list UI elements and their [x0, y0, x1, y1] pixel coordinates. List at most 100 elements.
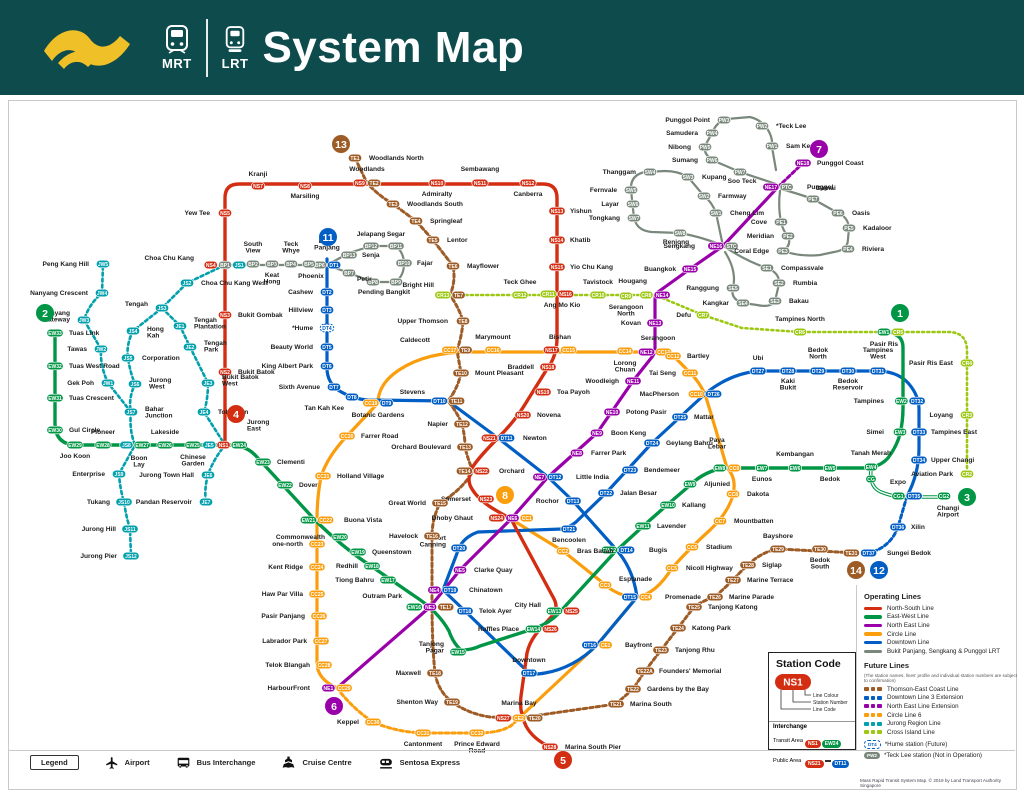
svg-text:PW2: PW2	[757, 124, 768, 130]
legend-line-label: Bukit Panjang, Sengkang & Punggol LRT	[887, 647, 1001, 655]
svg-text:Maxwell: Maxwell	[396, 670, 421, 677]
svg-text:CC29: CC29	[338, 686, 351, 692]
svg-text:CR13: CR13	[436, 293, 449, 299]
svg-text:DT37: DT37	[862, 551, 874, 557]
svg-text:Buona Vista: Buona Vista	[344, 517, 382, 524]
svg-text:SW3: SW3	[683, 175, 694, 181]
svg-text:Gardens by the Bay: Gardens by the Bay	[647, 686, 709, 693]
legend-line-item: Thomson-East Coast Line	[864, 685, 1019, 694]
svg-text:EW17: EW17	[381, 578, 395, 584]
svg-text:JE5: JE5	[205, 443, 214, 449]
station-code-box: Station Code NS1 Line Colour Station Num…	[768, 652, 856, 768]
svg-text:Gek Poh: Gek Poh	[67, 380, 94, 387]
svg-text:Bayshore: Bayshore	[763, 533, 793, 540]
svg-text:CC2: CC2	[558, 549, 568, 555]
svg-text:NS12: NS12	[522, 181, 535, 187]
svg-text:Farmway: Farmway	[718, 193, 747, 200]
svg-text:Bakau: Bakau	[789, 298, 809, 305]
svg-text:CC20: CC20	[341, 434, 354, 440]
svg-text:EW1: EW1	[878, 330, 889, 336]
svg-text:Riviera: Riviera	[862, 246, 884, 253]
svg-text:Pending: Pending	[358, 289, 384, 296]
svg-text:Marymount: Marymount	[475, 334, 511, 341]
svg-text:NS23: NS23	[480, 497, 493, 503]
svg-text:PE3: PE3	[778, 249, 788, 255]
svg-text:NS1: NS1	[783, 678, 803, 689]
svg-text:DT27: DT27	[752, 369, 764, 375]
svg-text:TE28: TE28	[742, 563, 754, 569]
svg-text:Founders' Memorial: Founders' Memorial	[659, 668, 722, 675]
svg-text:Lavender: Lavender	[657, 523, 687, 530]
svg-text:EW7: EW7	[757, 466, 768, 472]
svg-text:CC26: CC26	[313, 614, 326, 620]
svg-text:EW23: EW23	[256, 460, 270, 466]
svg-text:Rumbia: Rumbia	[793, 280, 818, 287]
svg-text:Marsiling: Marsiling	[291, 193, 320, 200]
svg-text:Simei: Simei	[866, 429, 884, 436]
svg-text:NS4: NS4	[206, 263, 216, 269]
svg-text:Jelapang: Jelapang	[357, 231, 386, 238]
svg-text:2: 2	[42, 308, 48, 320]
svg-text:NE12: NE12	[640, 350, 653, 356]
svg-text:Bartley: Bartley	[687, 353, 710, 360]
svg-text:Bedok: Bedok	[820, 476, 840, 483]
svg-text:Tampines: Tampines	[854, 398, 885, 405]
lrt-label: LRT	[221, 55, 249, 71]
svg-text:CC19: CC19	[364, 401, 377, 407]
operating-lines-title: Operating Lines	[864, 592, 922, 601]
svg-text:TE1: TE1	[350, 156, 359, 162]
svg-text:Tuas Link: Tuas Link	[69, 330, 100, 337]
svg-text:DT3: DT3	[322, 308, 332, 314]
svg-text:BP5: BP5	[304, 262, 314, 268]
tecklee-note-row: PW2 *Teck Lee station (Not in Operation)	[864, 751, 1019, 759]
svg-text:TE6: TE6	[448, 264, 457, 270]
svg-text:NE5: NE5	[455, 568, 465, 574]
svg-text:NE15: NE15	[684, 267, 697, 273]
svg-text:JS7: JS7	[127, 410, 136, 416]
terminal-badge: 3	[958, 488, 976, 506]
svg-text:EW33: EW33	[48, 331, 62, 337]
svg-text:EW4: EW4	[866, 465, 877, 471]
terminal-badge: 1	[891, 304, 909, 322]
line-swatch	[864, 632, 882, 636]
svg-text:CR10: CR10	[592, 293, 605, 299]
line-cc	[335, 686, 521, 735]
svg-text:Yio Chu Kang: Yio Chu Kang	[570, 264, 613, 271]
transit-area-label: Transit Area	[773, 738, 803, 744]
svg-text:SE2: SE2	[774, 281, 784, 287]
svg-text:Stadium: Stadium	[706, 544, 732, 551]
svg-text:Phoenix: Phoenix	[298, 273, 324, 280]
svg-text:3: 3	[964, 492, 970, 504]
svg-text:CG1: CG1	[893, 494, 904, 500]
svg-text:Upper Thomson: Upper Thomson	[397, 318, 448, 325]
svg-text:Rochor: Rochor	[536, 498, 560, 505]
